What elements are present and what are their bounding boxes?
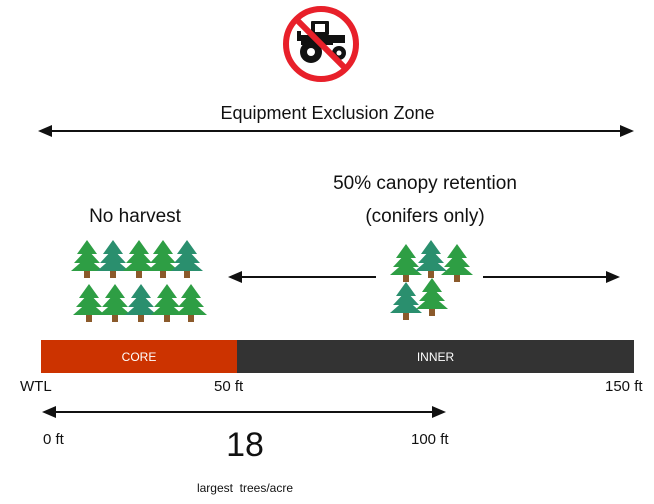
mark-150ft-label: 150 ft: [605, 378, 643, 395]
pine-tree-icon: [416, 278, 448, 316]
pine-tree-icon: [125, 284, 157, 322]
pine-tree-icon: [390, 282, 422, 320]
retention-label-line1: 50% canopy retention: [333, 173, 517, 194]
no-harvest-trees: [70, 238, 210, 330]
exclusion-zone-arrow: [38, 125, 634, 137]
distance-arrow-100ft: [42, 406, 446, 418]
core-bar: CORE: [41, 340, 237, 373]
pine-tree-icon: [99, 284, 131, 322]
pine-tree-icon: [171, 240, 203, 278]
pine-tree-icon: [415, 240, 447, 278]
pine-tree-icon: [151, 284, 183, 322]
wtl-label: WTL: [20, 378, 52, 395]
pine-tree-icon: [73, 284, 105, 322]
exclusion-zone-label: Equipment Exclusion Zone: [220, 103, 435, 123]
retention-right-arrow: [483, 271, 620, 283]
mark-0ft-label: 0 ft: [43, 431, 64, 448]
mark-100ft-label: 100 ft: [411, 431, 449, 448]
inner-label: INNER: [416, 350, 455, 364]
inner-bar: INNER: [237, 340, 634, 373]
pine-tree-icon: [147, 240, 179, 278]
pine-tree-icon: [97, 240, 129, 278]
largest-trees-label: largest trees/acre: [196, 481, 294, 495]
no-harvest-label: No harvest: [89, 206, 181, 227]
retention-left-arrow: [228, 271, 376, 283]
largest-trees-value: 18: [226, 426, 264, 464]
pine-tree-icon: [71, 240, 103, 278]
no-tractor-icon: [275, 5, 367, 83]
core-label: CORE: [121, 350, 157, 364]
retention-trees: [388, 238, 478, 324]
pine-tree-icon: [390, 244, 422, 282]
pine-tree-icon: [175, 284, 207, 322]
pine-tree-icon: [441, 244, 473, 282]
retention-label-line2: (conifers only): [365, 206, 485, 227]
pine-tree-icon: [123, 240, 155, 278]
mark-50ft-label: 50 ft: [214, 378, 244, 395]
